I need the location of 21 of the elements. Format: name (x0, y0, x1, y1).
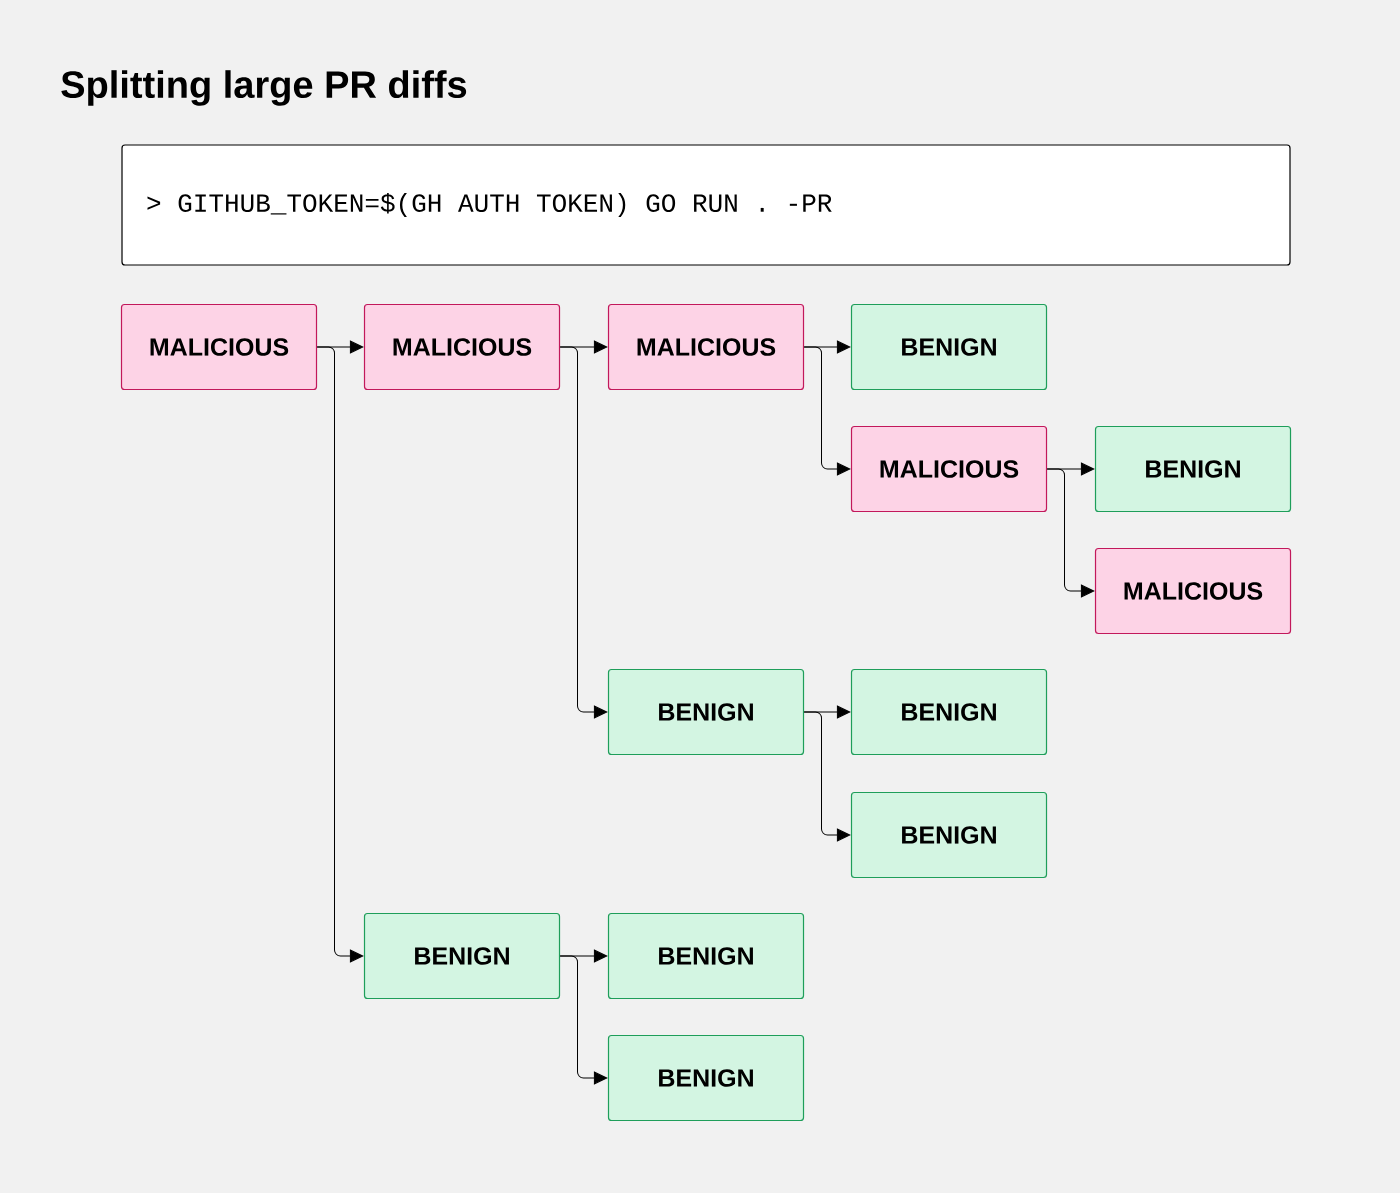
arrow (559, 346, 608, 719)
arrow (1046, 468, 1095, 598)
benign-box: BENIGN (1094, 425, 1292, 513)
command-box: > GITHUB_TOKEN=$(GH AUTH TOKEN) GO RUN . -PR (121, 144, 1291, 266)
benign-box: BENIGN (850, 668, 1048, 756)
malicious-box: MALICIOUS (607, 303, 805, 391)
benign-box: BENIGN (850, 303, 1048, 391)
arrow (803, 346, 851, 476)
benign-box: BENIGN (607, 1034, 805, 1122)
arrow (559, 955, 608, 1085)
malicious-box: MALICIOUS (363, 303, 561, 391)
arrow (316, 346, 364, 963)
malicious-box: MALICIOUS (120, 303, 318, 391)
malicious-box: MALICIOUS (850, 425, 1048, 513)
benign-box: BENIGN (363, 912, 561, 1000)
benign-box: BENIGN (850, 791, 1048, 879)
arrow (803, 711, 851, 842)
malicious-box: MALICIOUS (1094, 547, 1292, 635)
benign-box: BENIGN (607, 668, 805, 756)
benign-box: BENIGN (607, 912, 805, 1000)
title: Splitting large PR diffs (61, 70, 467, 106)
